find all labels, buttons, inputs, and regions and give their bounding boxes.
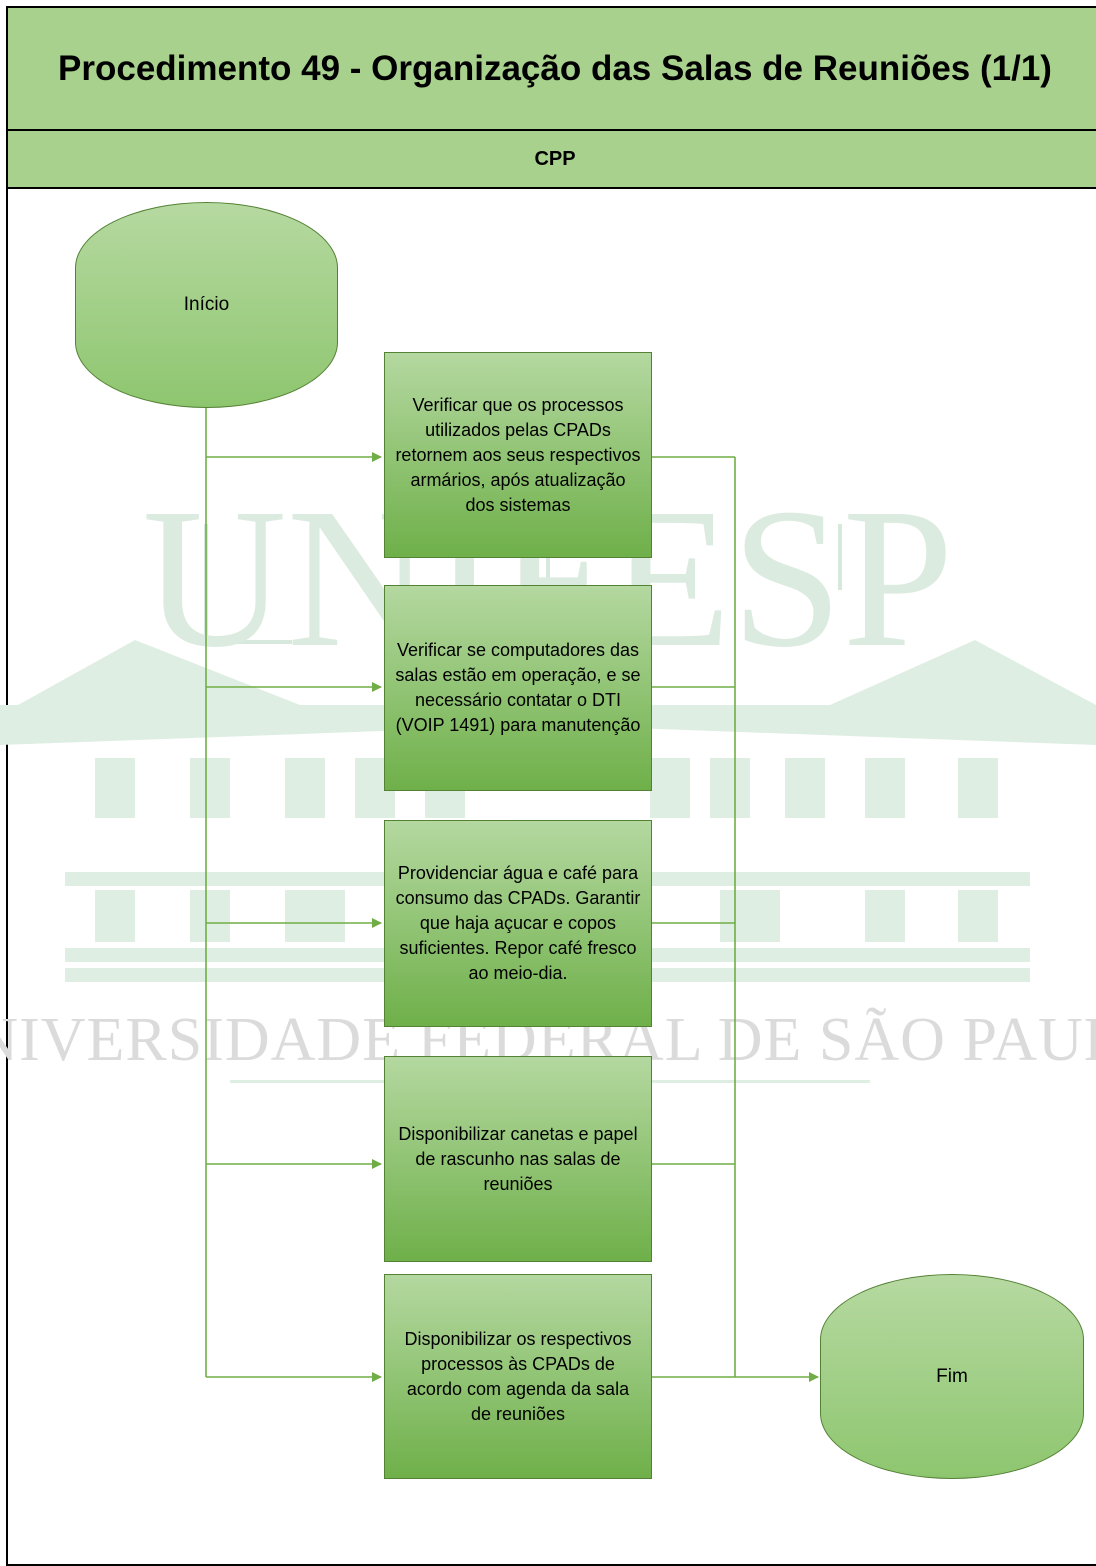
process-step-4-text: Disponibilizar canetas e papel de rascun…: [398, 1123, 638, 1194]
process-step-1-text: Verificar que os processos utilizados pe…: [395, 394, 641, 515]
process-step-1: Verificar que os processos utilizados pe…: [384, 352, 652, 558]
process-step-4: Disponibilizar canetas e papel de rascun…: [384, 1056, 652, 1262]
start-terminator: Início: [75, 202, 338, 408]
end-label: Fim: [936, 1365, 968, 1387]
process-step-3-text: Providenciar água e café para consumo da…: [395, 863, 641, 983]
process-step-5-text: Disponibilizar os respectivos processos …: [404, 1328, 632, 1424]
process-step-3: Providenciar água e café para consumo da…: [384, 820, 652, 1027]
end-terminator: Fim: [820, 1274, 1084, 1479]
swimlane-label: CPP: [6, 129, 1096, 189]
start-label: Início: [183, 294, 230, 315]
process-step-5: Disponibilizar os respectivos processos …: [384, 1274, 652, 1479]
process-step-2: Verificar se computadores das salas estã…: [384, 585, 652, 791]
process-step-2-text: Verificar se computadores das salas estã…: [395, 640, 641, 735]
